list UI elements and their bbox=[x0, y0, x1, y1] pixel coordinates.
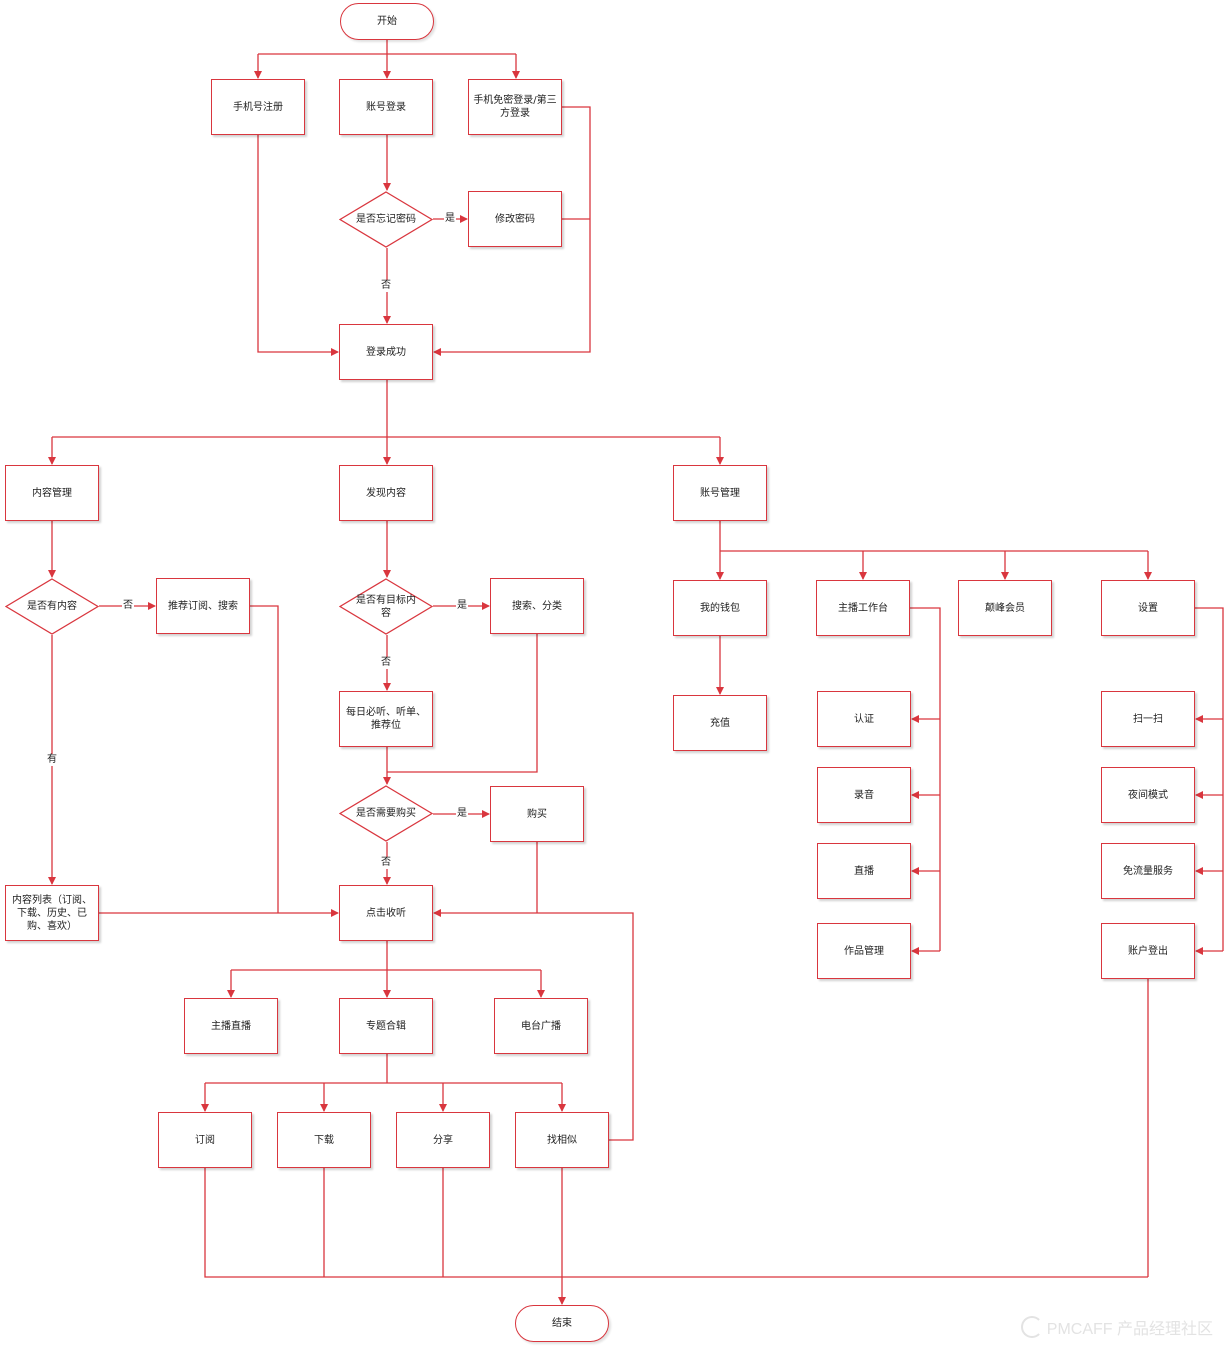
radio-broadcast-box: 电台广播 bbox=[494, 998, 588, 1054]
download-box: 下载 bbox=[277, 1112, 371, 1168]
anchor-live-box: 主播直播 bbox=[184, 998, 278, 1054]
connector-line-38 bbox=[433, 909, 634, 1141]
need-purchase-decision: 是否需要购买 bbox=[339, 785, 433, 842]
discover-content-box: 发现内容 bbox=[339, 465, 433, 521]
click-listen-box: 点击收听 bbox=[339, 885, 433, 941]
daily-listen-box: 每日必听、听单、推荐位 bbox=[339, 691, 433, 747]
connector-line-24 bbox=[387, 634, 538, 773]
connector-line-50 bbox=[910, 607, 941, 951]
subscribe-box: 订阅 bbox=[158, 1112, 252, 1168]
verify-box: 认证 bbox=[817, 691, 911, 747]
connector-line-9 bbox=[433, 106, 591, 356]
edge-label-target-no: 否 bbox=[380, 657, 392, 669]
find-similar-box: 找相似 bbox=[515, 1112, 609, 1168]
end-node: 结束 bbox=[515, 1305, 609, 1342]
edge-label-has-content-no: 否 bbox=[122, 600, 134, 612]
edge-label-forgot-yes: 是 bbox=[444, 213, 456, 225]
phone-quick-login-box: 手机免密登录/第三方登录 bbox=[468, 79, 562, 135]
diamond-shape bbox=[339, 578, 433, 635]
edge-label-purchase-yes: 是 bbox=[456, 808, 468, 820]
connector-line-39 bbox=[204, 1168, 1148, 1278]
diamond-shape bbox=[339, 191, 433, 248]
my-wallet-box: 我的钱包 bbox=[673, 580, 767, 636]
watermark: PMCAFF 产品经理社区 bbox=[1020, 1315, 1213, 1339]
connector-line-19 bbox=[250, 605, 279, 913]
pmcaff-logo-icon bbox=[1020, 1316, 1043, 1338]
account-login-box: 账号登录 bbox=[339, 79, 433, 135]
free-data-service-box: 免流量服务 bbox=[1101, 843, 1195, 899]
forgot-password-decision: 是否忘记密码 bbox=[339, 191, 433, 248]
night-mode-box: 夜间模式 bbox=[1101, 767, 1195, 823]
search-category-box: 搜索、分类 bbox=[490, 578, 584, 634]
live-box: 直播 bbox=[817, 843, 911, 899]
peak-member-box: 颠峰会员 bbox=[958, 580, 1052, 636]
content-list-box: 内容列表（订阅、下载、历史、已购、喜欢） bbox=[5, 885, 99, 941]
diamond-shape bbox=[339, 785, 433, 842]
recharge-box: 充值 bbox=[673, 695, 767, 751]
edge-label-forgot-no: 否 bbox=[380, 280, 392, 292]
content-manage-box: 内容管理 bbox=[5, 465, 99, 521]
purchase-box: 购买 bbox=[490, 786, 584, 842]
has-target-content-decision: 是否有目标内容 bbox=[339, 578, 433, 635]
change-password-box: 修改密码 bbox=[468, 191, 562, 247]
diamond-shape bbox=[5, 578, 99, 635]
share-box: 分享 bbox=[396, 1112, 490, 1168]
anchor-workbench-box: 主播工作台 bbox=[816, 580, 910, 636]
settings-box: 设置 bbox=[1101, 580, 1195, 636]
edge-label-purchase-no: 否 bbox=[380, 857, 392, 869]
recommend-subscribe-search-box: 推荐订阅、搜索 bbox=[156, 578, 250, 634]
record-box: 录音 bbox=[817, 767, 911, 823]
edge-label-target-yes: 是 bbox=[456, 600, 468, 612]
login-success-box: 登录成功 bbox=[339, 324, 433, 380]
topic-collection-box: 专题合辑 bbox=[339, 998, 433, 1054]
scan-box: 扫一扫 bbox=[1101, 691, 1195, 747]
logout-box: 账户登出 bbox=[1101, 923, 1195, 979]
edge-label-has-content-yes: 有 bbox=[46, 754, 58, 766]
has-content-decision: 是否有内容 bbox=[5, 578, 99, 635]
works-manage-box: 作品管理 bbox=[817, 923, 911, 979]
account-manage-box: 账号管理 bbox=[673, 465, 767, 521]
connector-line-8 bbox=[257, 135, 339, 356]
phone-register-box: 手机号注册 bbox=[211, 79, 305, 135]
start-node: 开始 bbox=[340, 3, 434, 40]
connector-line-55 bbox=[1195, 607, 1224, 951]
